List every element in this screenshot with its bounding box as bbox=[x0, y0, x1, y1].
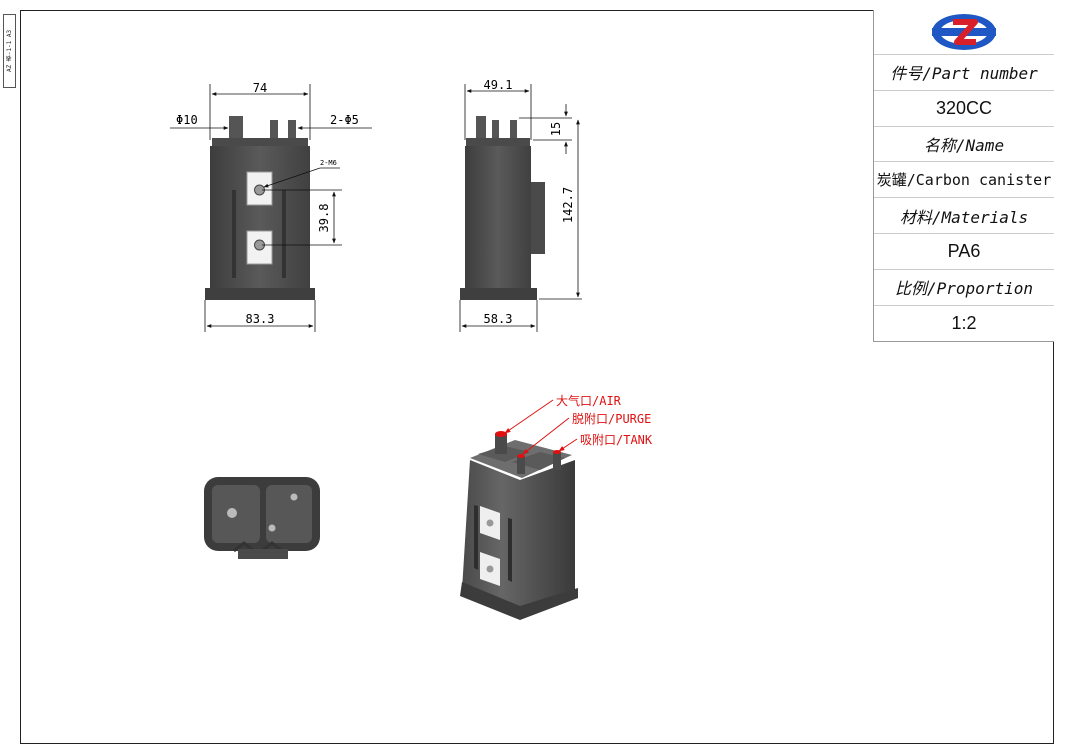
bottom-right-chamber bbox=[266, 485, 312, 543]
iso-air-port bbox=[495, 434, 507, 454]
proportion-label: 比例/Proportion bbox=[874, 270, 1054, 306]
dim-bottom-depth: 58.3 bbox=[484, 312, 513, 326]
callout-air: 大气口/AIR bbox=[556, 393, 622, 408]
dim-total-height: 142.7 bbox=[561, 187, 575, 223]
iso-rib-right bbox=[508, 518, 512, 582]
bottom-view bbox=[204, 477, 320, 559]
side-port-1 bbox=[476, 116, 486, 140]
name-value: 炭罐/Carbon canister bbox=[874, 162, 1054, 199]
company-logo bbox=[874, 10, 1054, 55]
callout-tank: 吸附口/TANK bbox=[580, 433, 653, 447]
part-number-label: 件号/Part number bbox=[874, 55, 1054, 91]
materials-label: 材料/Materials bbox=[874, 198, 1054, 234]
iso-purge-port bbox=[517, 456, 525, 474]
iso-view: 大气口/AIR 脱附口/PURGE 吸附口/TANK bbox=[460, 393, 653, 620]
iso-purge-port-cap bbox=[517, 454, 525, 458]
iso-tank-port bbox=[553, 452, 561, 470]
dim-port-dia-large: Φ10 bbox=[176, 113, 198, 127]
dim-top-width: 74 bbox=[253, 81, 267, 95]
iso-top-chamber-right bbox=[512, 452, 565, 470]
side-port-2 bbox=[492, 120, 499, 140]
iso-nut-upper bbox=[486, 519, 494, 527]
dim-port-dia-small: 2-Φ5 bbox=[330, 113, 359, 127]
drawing-frame bbox=[20, 10, 1054, 744]
front-tank-port bbox=[288, 120, 296, 140]
bottom-air-hole bbox=[227, 508, 237, 518]
part-number-value: 320CC bbox=[874, 91, 1054, 127]
dim-port-height: 15 bbox=[549, 122, 563, 136]
front-top-cap bbox=[212, 138, 308, 148]
bottom-purge-hole bbox=[290, 493, 298, 501]
bottom-bracket-tabs bbox=[233, 541, 283, 553]
dim-hole-spacing: 39.8 bbox=[317, 204, 331, 233]
name-label: 名称/Name bbox=[874, 127, 1054, 163]
side-view: 49.1 15 142.7 58.3 bbox=[459, 78, 582, 332]
sheet-side-label: AZ 表-1-1 A3 bbox=[3, 14, 16, 88]
side-bracket bbox=[531, 182, 545, 254]
front-base bbox=[205, 288, 315, 300]
bottom-tank-hole bbox=[268, 524, 276, 532]
title-block: 件号/Part number 320CC 名称/Name 炭罐/Carbon c… bbox=[873, 10, 1054, 342]
iso-base bbox=[460, 582, 578, 620]
front-body bbox=[210, 146, 310, 292]
materials-value: PA6 bbox=[874, 234, 1054, 270]
dim-bottom-width: 83.3 bbox=[246, 312, 275, 326]
front-air-port bbox=[229, 116, 243, 140]
side-base bbox=[460, 288, 537, 300]
proportion-value: 1:2 bbox=[951, 312, 977, 333]
dim-nut-label: 2-M6 bbox=[320, 159, 337, 167]
front-rib-left bbox=[232, 190, 236, 278]
front-purge-port bbox=[270, 120, 278, 140]
dim-top-depth: 49.1 bbox=[484, 78, 513, 92]
company-logo-icon bbox=[932, 14, 996, 50]
callout-purge: 脱附口/PURGE bbox=[572, 411, 651, 426]
bottom-bracket bbox=[238, 549, 288, 559]
iso-nut-lower bbox=[486, 565, 494, 573]
side-top-cap bbox=[466, 138, 530, 148]
side-body bbox=[465, 146, 531, 292]
front-view: 74 Φ10 2-Φ5 2-M6 39.8 83.3 bbox=[170, 81, 372, 332]
side-port-3 bbox=[510, 120, 517, 140]
iso-air-port-cap bbox=[495, 431, 507, 437]
iso-rib-left bbox=[474, 505, 478, 570]
front-rib-right bbox=[282, 190, 286, 278]
